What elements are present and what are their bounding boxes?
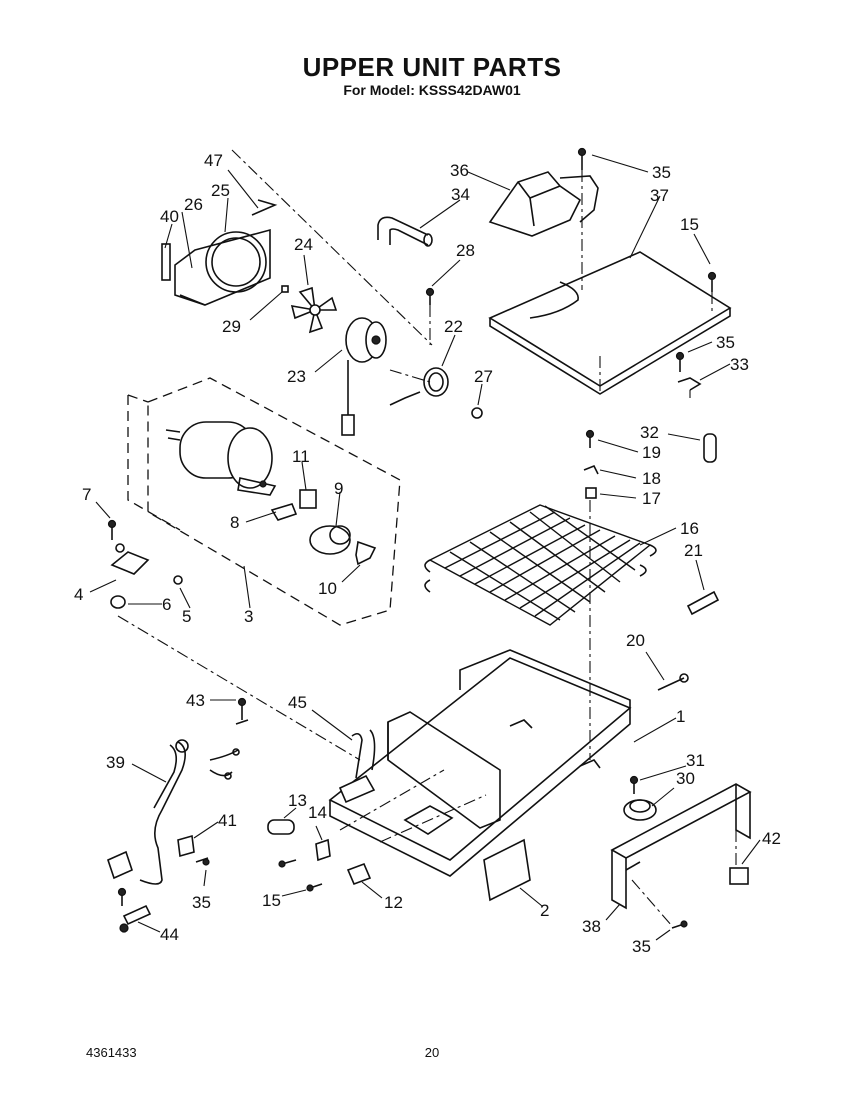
electrical-components: [267, 807, 543, 907]
callout-37: 37: [650, 186, 669, 205]
callout-23: 23: [287, 367, 306, 386]
page-title: UPPER UNIT PARTS: [302, 52, 562, 82]
page-number: 20: [424, 1045, 440, 1060]
condenser-bracket: [605, 765, 761, 941]
model-subtitle: For Model: KSSS42DAW01: [343, 82, 521, 98]
callout-15-top: 15: [680, 215, 699, 234]
callout-45: 45: [288, 693, 307, 712]
callout-16: 16: [680, 519, 699, 538]
callout-5: 5: [182, 607, 191, 626]
callout-40: 40: [160, 207, 179, 226]
callout-35-left: 35: [192, 893, 211, 912]
evaporator-coil: [424, 429, 720, 760]
callout-11: 11: [292, 447, 310, 466]
callout-21: 21: [684, 541, 703, 560]
callout-31: 31: [686, 751, 705, 770]
callout-27: 27: [474, 367, 493, 386]
fan-motor: [341, 317, 387, 436]
base-pan: [328, 649, 689, 877]
callout-25: 25: [211, 181, 230, 200]
callout-42: 42: [762, 829, 781, 848]
callout-9: 9: [334, 479, 343, 498]
callout-47: 47: [204, 151, 223, 170]
callout-15-bottom: 15: [262, 891, 281, 910]
callout-29: 29: [222, 317, 241, 336]
callout-30: 30: [676, 769, 695, 788]
baffle: [467, 171, 599, 237]
drain-tube: [377, 199, 461, 247]
callout-35-right: 35: [716, 333, 735, 352]
callout-35-top: 35: [652, 163, 671, 182]
power-cord-assembly: [107, 697, 249, 933]
callout-20: 20: [626, 631, 645, 650]
callout-36: 36: [450, 161, 469, 180]
callout-14: 14: [308, 803, 327, 822]
callout-10: 10: [318, 579, 337, 598]
cover-plate: [488, 147, 732, 398]
callout-33: 33: [730, 355, 749, 374]
document-number: 4361433: [86, 1045, 137, 1060]
callout-38: 38: [582, 917, 601, 936]
compressor-assembly: [89, 377, 401, 761]
callout-2: 2: [540, 901, 549, 920]
callout-3: 3: [244, 607, 253, 626]
callout-22: 22: [444, 317, 463, 336]
callout-44: 44: [160, 925, 179, 944]
callout-32: 32: [640, 423, 659, 442]
fan-blade: [290, 286, 338, 334]
callout-41: 41: [218, 811, 237, 830]
callout-8: 8: [230, 513, 239, 532]
wiring-bracket: [311, 709, 487, 843]
callout-12: 12: [384, 893, 403, 912]
fan-shroud-assembly: [161, 149, 483, 436]
callout-labels: 47 25 26 40 24 29 23 22 27 28 34 36 35 3…: [74, 151, 781, 956]
callout-13: 13: [288, 791, 307, 810]
callout-34: 34: [451, 185, 470, 204]
callout-26: 26: [184, 195, 203, 214]
callout-19: 19: [642, 443, 661, 462]
callout-6: 6: [162, 595, 171, 614]
callout-17: 17: [642, 489, 661, 508]
callout-35-bottom: 35: [632, 937, 651, 956]
callout-1: 1: [676, 707, 685, 726]
callout-18: 18: [642, 469, 661, 488]
callout-4: 4: [74, 585, 83, 604]
callout-28: 28: [456, 241, 475, 260]
callout-24: 24: [294, 235, 313, 254]
callout-39: 39: [106, 753, 125, 772]
callout-7: 7: [82, 485, 91, 504]
callout-43: 43: [186, 691, 205, 710]
